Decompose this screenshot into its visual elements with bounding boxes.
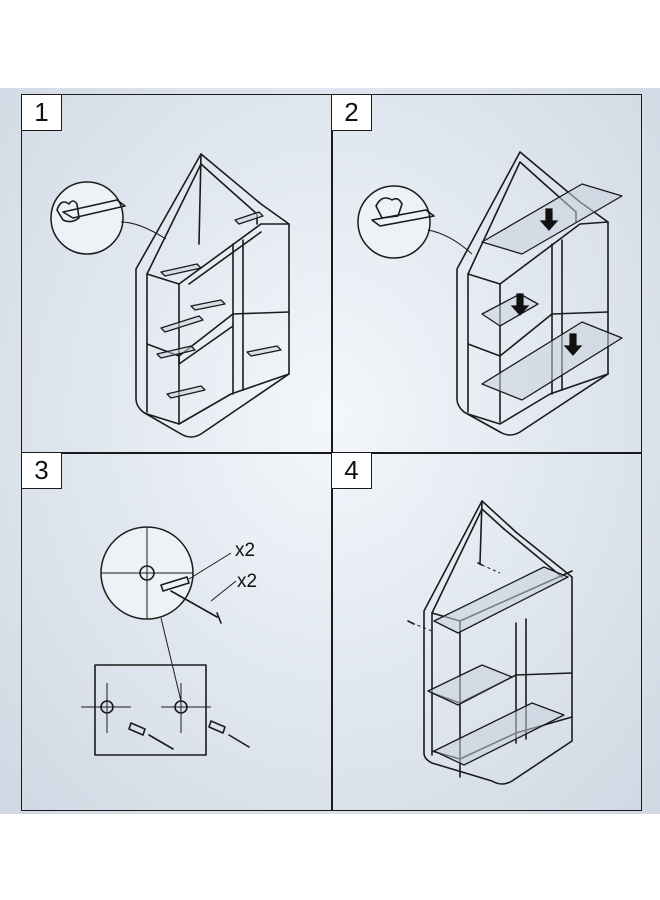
screw-guide-top: [481, 564, 501, 574]
step-3-illustration: [81, 526, 250, 756]
grid-divider-horizontal: [21, 452, 642, 454]
screw-top-icon: [477, 562, 483, 566]
wall-hole-right: [174, 700, 188, 714]
step-2-illustration: [357, 151, 623, 436]
detail-magnifier-circle-2: [357, 185, 431, 259]
shelf-frame: [135, 153, 290, 438]
step-4-number: 4: [332, 453, 372, 489]
shelf-clip-right: [246, 345, 282, 357]
shelf-clip-top-right: [234, 211, 264, 225]
shelf-detail: [62, 199, 126, 219]
plug-right: [208, 720, 226, 734]
step-4-panel: 4: [332, 453, 642, 811]
down-arrow-icon-2: [510, 293, 530, 316]
callout-leaders: [188, 552, 237, 602]
screw-left: [148, 734, 174, 750]
floating-shelf-middle: [481, 293, 539, 327]
step-2-panel: 2: [332, 94, 642, 452]
shelf-clip-middle: [190, 299, 226, 311]
detail-magnifier-circle: [50, 181, 124, 255]
down-arrow-icon-3: [563, 333, 583, 356]
screw-right: [228, 734, 250, 748]
drill-crosshair: [101, 527, 193, 619]
hand-detail-icon-2: [375, 197, 403, 219]
detail-leader-line-2: [427, 229, 473, 255]
step-1-number: 1: [22, 95, 62, 131]
drill-hole-marker: [139, 565, 155, 581]
detail-to-wall-leader: [160, 617, 182, 702]
screw-quantity-label: x2: [237, 571, 258, 592]
installed-shelf-bottom: [433, 702, 565, 766]
wall-board: [94, 664, 207, 756]
wall-plug-icon: [160, 576, 190, 592]
shelf-clip-top: [160, 263, 202, 277]
plug-quantity-label: x2: [235, 540, 256, 561]
shelf-clip-middle-left: [160, 315, 204, 333]
wall-crosshair-left: [81, 683, 131, 733]
screw-icon: [170, 590, 222, 624]
step-1-illustration: [50, 153, 290, 438]
step-1-panel: 1: [21, 94, 331, 452]
installed-shelf-top: [433, 566, 569, 634]
screw-guide-left: [411, 622, 433, 632]
step-2-number: 2: [332, 95, 372, 131]
down-arrow-icon-1: [539, 208, 559, 231]
screw-left-icon: [407, 620, 415, 625]
shelf-clip-lower-left: [156, 345, 196, 359]
step-3-panel: 3 x2 x2: [21, 453, 331, 811]
floating-shelf-bottom: [481, 321, 623, 401]
step-3-number: 3: [22, 453, 62, 489]
shelf-clip-bottom: [166, 385, 206, 399]
wall-crosshair-right: [161, 683, 211, 733]
plug-left: [128, 722, 146, 736]
detail-leader-line: [120, 221, 167, 240]
shelf-detail-2: [371, 209, 435, 227]
wall-hole-left: [100, 700, 114, 714]
step-4-illustration: [407, 500, 573, 785]
hand-detail-icon: [56, 200, 80, 223]
installed-shelf-middle: [427, 664, 513, 706]
